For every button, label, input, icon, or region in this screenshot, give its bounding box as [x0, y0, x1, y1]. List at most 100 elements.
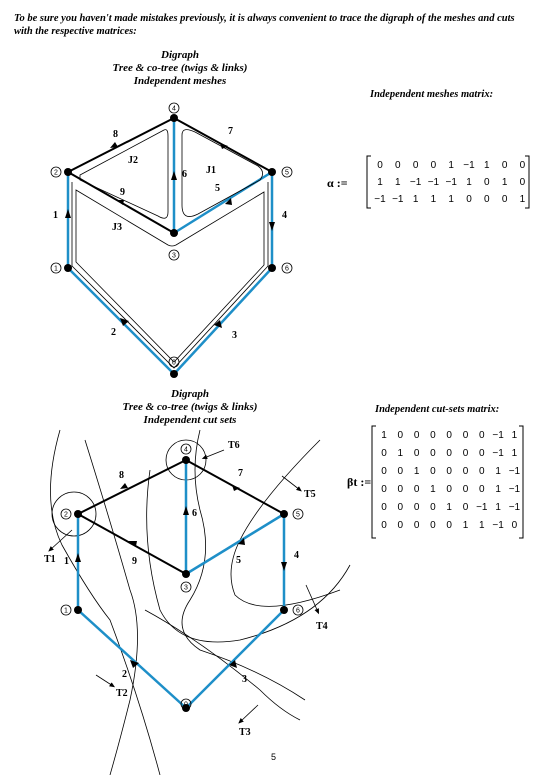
branch-label: 5	[215, 183, 220, 194]
matrix-cell: 0	[398, 502, 404, 513]
matrix-cell: 0	[381, 466, 387, 477]
matrix-symbol: βt :=	[347, 475, 371, 489]
mesh-J1-loop	[181, 129, 263, 217]
node-label: 1	[64, 608, 68, 615]
cut-label: T6	[228, 440, 240, 451]
matrix-cell: 1	[395, 177, 401, 188]
branch-label: 3	[242, 674, 247, 685]
cut-label: T4	[316, 621, 328, 632]
branch-label: 3	[232, 330, 237, 341]
branch-label: 6	[182, 169, 187, 180]
matrix-cell: 0	[479, 484, 485, 495]
branch-8	[77, 459, 187, 515]
matrix-cell: 0	[430, 502, 436, 513]
matrix-cell: 0	[502, 160, 508, 171]
matrix-cell: −1	[392, 194, 404, 205]
matrix-cell: 0	[484, 194, 490, 205]
matrix-cell: 0	[502, 194, 508, 205]
cut-curve	[50, 429, 161, 775]
matrix-cell: 1	[381, 430, 387, 441]
branch-label: 5	[236, 555, 241, 566]
fig1-graph	[64, 114, 276, 378]
meshes-matrix-title: Independent meshes matrix:	[370, 89, 494, 100]
matrix-cell: 1	[414, 466, 420, 477]
matrix-cell: 0	[463, 448, 469, 459]
branch-label: 9	[120, 187, 125, 198]
matrix-cell: −1	[445, 177, 457, 188]
branch-label: 4	[282, 210, 287, 221]
matrix-cell: 0	[446, 484, 452, 495]
matrix-cell: 0	[381, 484, 387, 495]
node-label: 1	[54, 266, 58, 273]
matrix-cell: 0	[398, 430, 404, 441]
cut-label: T5	[304, 489, 316, 500]
matrix-cell: 0	[398, 466, 404, 477]
fig1-caption: Digraph Tree & co-tree (twigs & links) I…	[80, 49, 280, 88]
matrix-cell: −1	[492, 430, 504, 441]
node-label: 2	[64, 512, 68, 519]
matrix-cell: 0	[479, 448, 485, 459]
fig2-caption-line: Tree & co-tree (twigs & links)	[122, 401, 258, 413]
node-label: 4	[172, 106, 176, 113]
matrix-cell: 1	[431, 194, 437, 205]
matrix-cell: 0	[414, 502, 420, 513]
matrix-cell: 0	[430, 430, 436, 441]
node-label: 6	[296, 608, 300, 615]
node-label: 3	[184, 585, 188, 592]
matrix-cell: 0	[413, 160, 419, 171]
mesh-label: J3	[112, 222, 122, 233]
branch-label: 1	[53, 210, 58, 221]
branch-5	[185, 512, 285, 576]
cutsets-matrix-title: Independent cut-sets matrix:	[375, 404, 500, 415]
branch-label: 7	[238, 468, 243, 479]
matrix-cell: 1	[512, 430, 518, 441]
branch-label: 2	[111, 327, 116, 338]
matrix-cell: 1	[484, 160, 490, 171]
matrix-cell: 0	[446, 520, 452, 531]
branch-label: 1	[64, 556, 69, 567]
cut-curve	[230, 439, 341, 607]
fig1-caption-line: Tree & co-tree (twigs & links)	[112, 62, 248, 74]
matrix-cell: −1	[509, 466, 521, 477]
matrix-cell: 0	[463, 484, 469, 495]
matrix-cell: 0	[466, 194, 472, 205]
matrix-cell: 1	[446, 502, 452, 513]
matrix-cell: 0	[463, 502, 469, 513]
matrix-cell: 1	[466, 177, 472, 188]
matrix-cell: −1	[492, 520, 504, 531]
matrix-cell: 0	[377, 160, 383, 171]
matrix-cell: 1	[413, 194, 419, 205]
fig2-caption-line: Digraph	[171, 388, 209, 400]
matrix-cell: 0	[446, 430, 452, 441]
matrix-cell: 0	[414, 448, 420, 459]
branch-label: 6	[192, 508, 197, 519]
matrix-cell: 0	[463, 466, 469, 477]
matrix-cell: 0	[381, 502, 387, 513]
branch-8	[67, 117, 175, 173]
mesh-label: J1	[206, 165, 216, 176]
fig1-caption-line: Independent meshes	[133, 75, 227, 87]
matrix-cell: −1	[509, 484, 521, 495]
fig2-graph	[48, 429, 351, 775]
matrix-cell: −1	[428, 177, 440, 188]
cut-curve	[144, 609, 301, 721]
matrix-cell: −1	[410, 177, 422, 188]
node-label: 0	[172, 360, 176, 367]
matrix-cell: 1	[512, 448, 518, 459]
matrix-cell: 1	[448, 194, 454, 205]
node-label: 2	[54, 170, 58, 177]
matrix-cell: 1	[377, 177, 383, 188]
fig2-caption: Digraph Tree & co-tree (twigs & links) I…	[90, 388, 290, 427]
matrix-cell: 0	[381, 448, 387, 459]
mesh-label: J2	[128, 155, 138, 166]
cut-curve	[181, 429, 306, 701]
matrix-cell: 0	[414, 520, 420, 531]
branch-2	[67, 267, 175, 375]
matrix-cell: 0	[446, 466, 452, 477]
matrix-cell: 0	[398, 520, 404, 531]
fig2-caption-line: Independent cut sets	[143, 414, 237, 426]
node-label: 5	[285, 170, 289, 177]
